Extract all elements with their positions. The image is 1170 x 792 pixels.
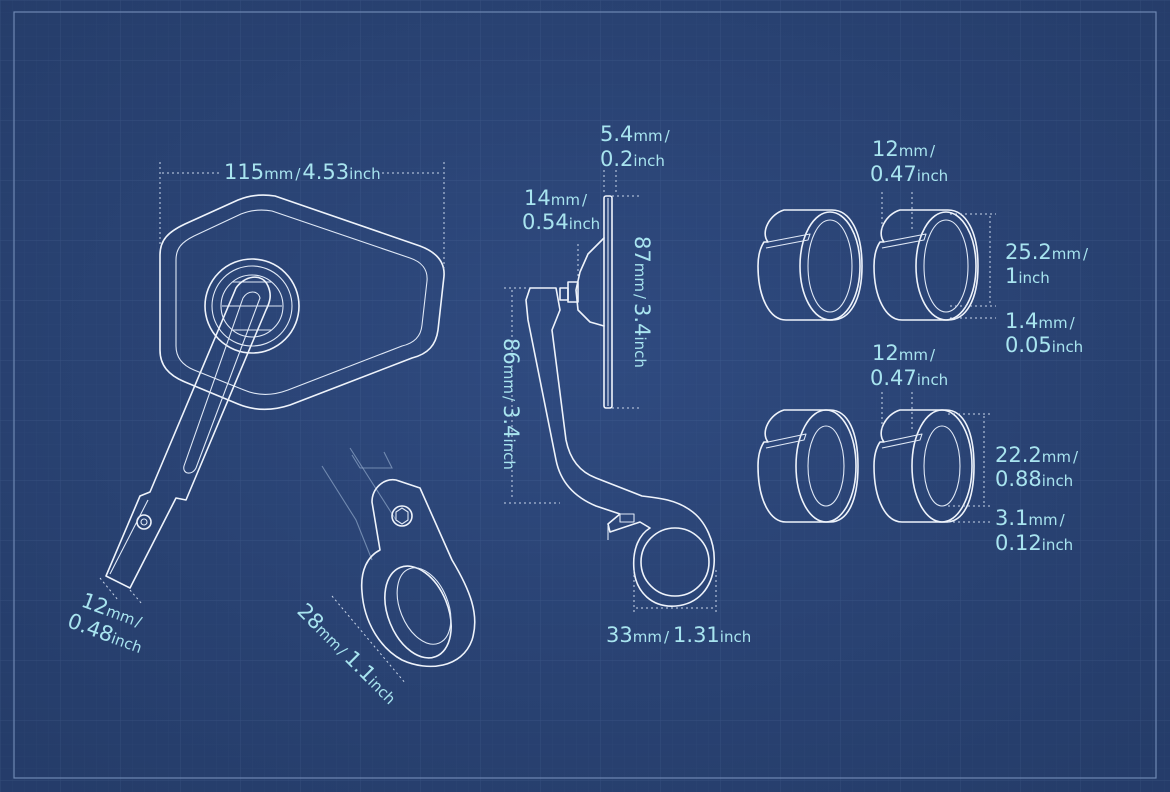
dim-glass-thickness-in: 0.2inch <box>600 147 665 171</box>
clamp-perspective-view <box>321 447 476 685</box>
dim-spacer1-thickness-mm: 1.4mm/ <box>1005 309 1076 333</box>
dim-spacer1-width-mm: 12mm/ <box>872 137 936 161</box>
mirror-front-view <box>105 194 445 589</box>
dim-spacer2-diameter-in: 0.88inch <box>995 467 1073 491</box>
frame-border <box>13 11 1157 779</box>
dim-spacer1-diameter-mm: 25.2mm/ <box>1005 240 1089 264</box>
spacer-rings-top <box>757 209 979 321</box>
dim-mirror-width: 115mm/4.53inch <box>224 160 381 184</box>
dim-spacer2-width-mm: 12mm/ <box>872 341 936 365</box>
dim-spacer2-thickness-mm: 3.1mm/ <box>995 506 1066 530</box>
dim-spacer2-thickness-in: 0.12inch <box>995 531 1073 555</box>
dim-stem-offset-in: 0.54inch <box>522 210 600 234</box>
mirror-side-view <box>525 195 715 607</box>
dim-glass-thickness-mm: 5.4mm/ <box>600 122 671 146</box>
dim-spacer1-diameter-in: 1inch <box>1005 264 1050 288</box>
dim-spacer1-thickness-in: 0.05inch <box>1005 333 1083 357</box>
dim-spacer2-width-in: 0.47inch <box>870 366 948 390</box>
dim-spacer1-width-in: 0.47inch <box>870 162 948 186</box>
dim-clamp-diameter: 33mm/1.31inch <box>606 623 751 647</box>
dimension-lines-spacers <box>881 192 996 523</box>
dim-arm-height: 86mm/3.4inch <box>499 338 523 470</box>
dimension-lines-mirror <box>99 162 445 605</box>
spacer-rings-bottom <box>757 409 975 523</box>
dim-stem-offset-mm: 14mm/ <box>524 186 588 210</box>
dimension-lines-side <box>504 170 717 614</box>
dim-glass-height: 87mm/3.4inch <box>630 236 654 368</box>
dim-spacer2-diameter-mm: 22.2mm/ <box>995 443 1079 467</box>
